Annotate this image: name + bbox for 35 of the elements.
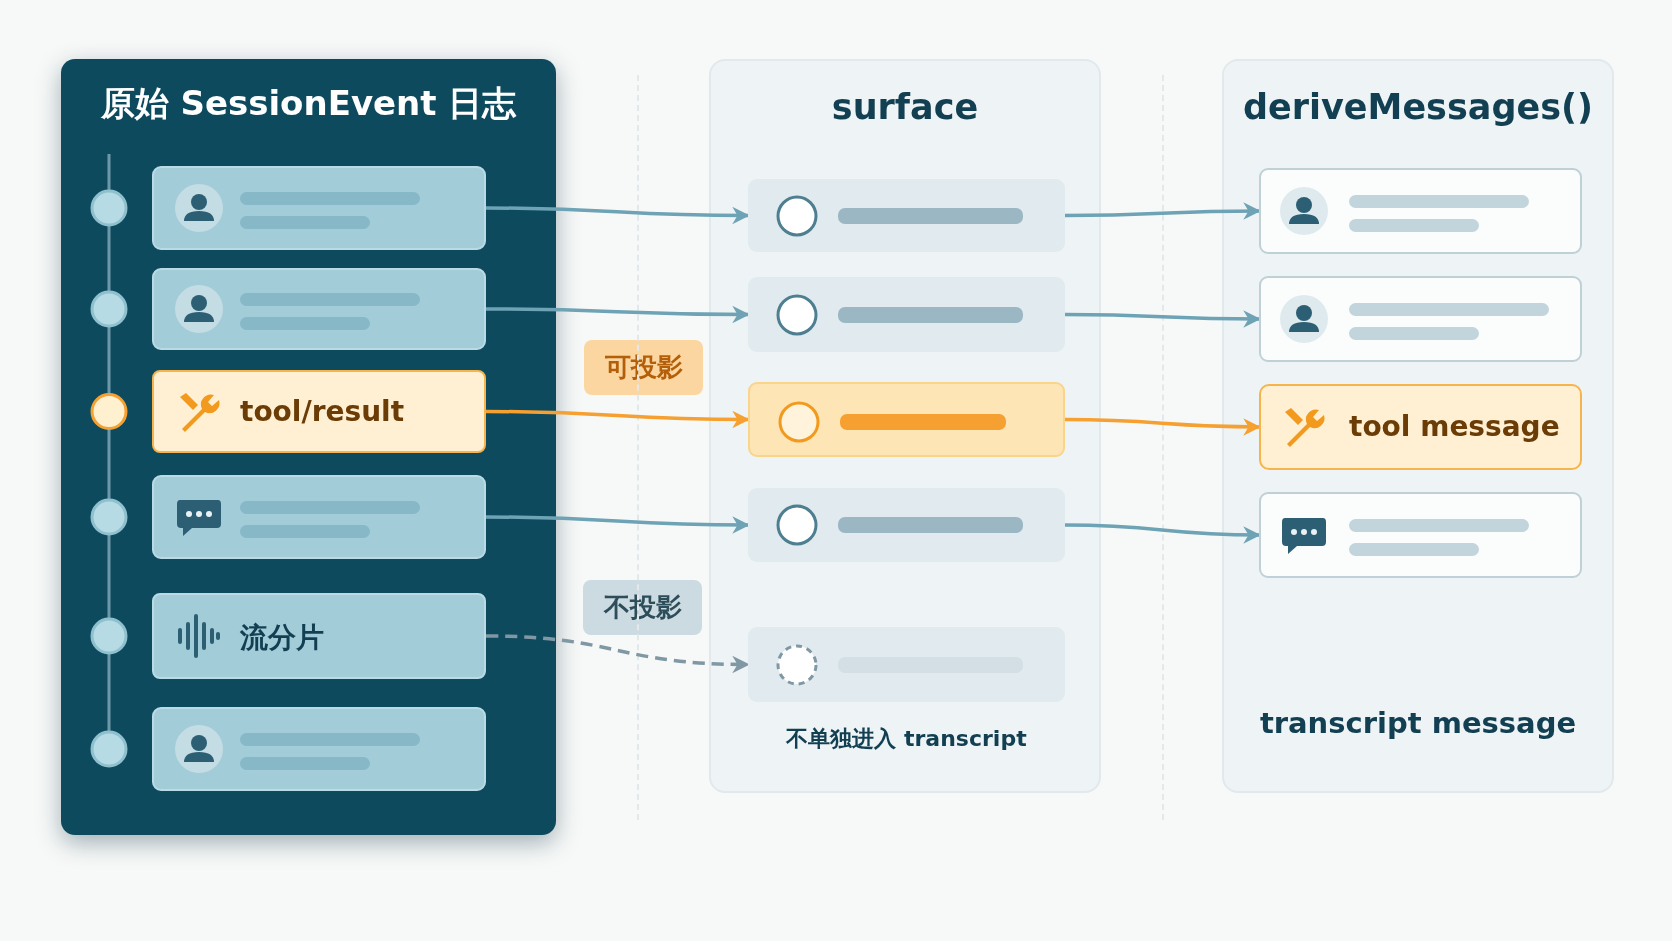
column-panel	[1222, 59, 1614, 793]
panel-title: deriveMessages()	[1241, 87, 1595, 127]
tag-badge: 不投影	[583, 580, 702, 635]
arrow	[1065, 523, 1261, 544]
event-card	[152, 707, 486, 791]
message-card	[1259, 168, 1582, 254]
log-panel	[61, 59, 556, 835]
arrow	[485, 634, 750, 673]
arrow	[1065, 202, 1261, 220]
card-label: 流分片	[240, 620, 324, 656]
panel-title: 原始 SessionEvent 日志	[99, 82, 518, 125]
event-card	[152, 370, 486, 453]
surface-row	[748, 488, 1065, 562]
surface-row	[748, 179, 1065, 252]
arrow	[486, 206, 750, 225]
arrow	[486, 515, 750, 534]
arrow	[1065, 417, 1261, 436]
row-caption: 不单独进入 transcript	[785, 725, 1028, 753]
card-label: tool message	[1349, 410, 1560, 443]
event-card	[152, 593, 486, 679]
arrow	[1065, 310, 1261, 328]
message-card	[1259, 384, 1582, 470]
panel-title: surface	[830, 87, 980, 127]
event-card	[152, 166, 486, 250]
message-card	[1259, 492, 1582, 578]
message-card	[1259, 276, 1582, 362]
surface-row	[748, 382, 1065, 457]
column-panel	[709, 59, 1101, 793]
event-card	[152, 268, 486, 350]
event-card	[152, 475, 486, 559]
card-label: tool/result	[240, 394, 405, 428]
surface-row	[748, 277, 1065, 352]
column-caption: transcript message	[1258, 706, 1578, 740]
arrow	[486, 409, 750, 429]
arrow	[486, 305, 750, 324]
